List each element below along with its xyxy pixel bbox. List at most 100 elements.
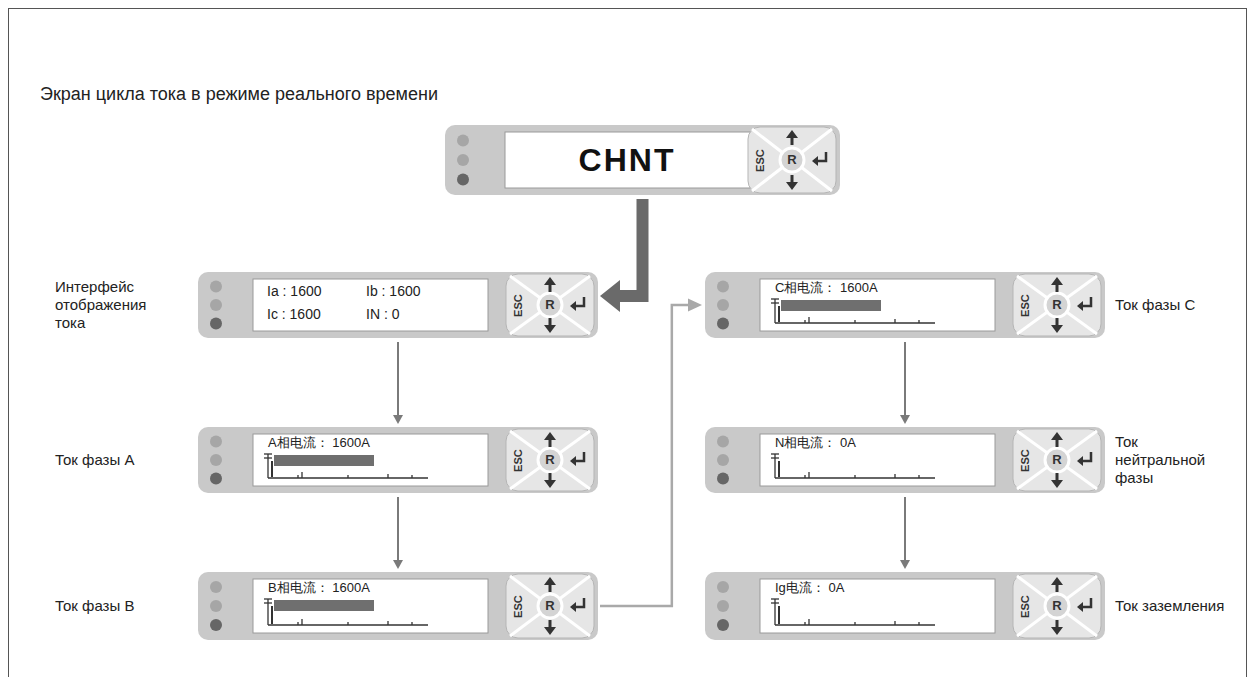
keypad-divider <box>1017 431 1097 489</box>
scale-tick <box>411 622 412 625</box>
keypad-divider <box>510 576 590 636</box>
scale-tick <box>271 606 273 624</box>
enter-symbol <box>1083 452 1091 461</box>
scale-tick <box>804 320 805 323</box>
startup-panel: CHNTESCR <box>445 125 840 195</box>
enter-symbol <box>1077 301 1083 311</box>
status-led <box>457 174 469 186</box>
panel-face <box>198 427 598 493</box>
scale-axis <box>774 454 775 478</box>
enter-symbol <box>576 598 584 607</box>
down-arrow-symbol <box>544 473 556 488</box>
scale-tick <box>778 606 780 624</box>
scale-tick <box>804 622 805 625</box>
scale-tick <box>894 474 895 478</box>
flow-arrow <box>393 497 403 569</box>
panel-face <box>198 572 598 640</box>
scale-tick <box>808 619 809 625</box>
lcd-screen <box>760 279 995 331</box>
frame-border <box>9 9 1247 677</box>
scale-tick <box>297 622 298 625</box>
status-led <box>210 581 222 593</box>
r-key-label: R <box>545 598 554 614</box>
lcd-screen <box>253 434 488 486</box>
keypad <box>1013 274 1101 336</box>
display-panel: Ток фазы СC相电流： 1600AESCR <box>705 272 1105 338</box>
r-key-label: R <box>1052 598 1061 614</box>
r-key-label: R <box>545 297 554 313</box>
keypad-divider <box>1017 431 1097 489</box>
scale-axis <box>774 299 775 323</box>
connector-line <box>619 199 643 296</box>
enter-symbol <box>570 602 576 612</box>
down-arrow-symbol <box>544 318 556 333</box>
keypad-divider <box>510 576 590 636</box>
status-led <box>717 600 729 612</box>
key-r <box>1045 594 1069 618</box>
scale-tick <box>894 319 895 323</box>
enter-symbol <box>818 152 826 161</box>
status-led <box>717 454 729 466</box>
key-r <box>1045 448 1069 472</box>
phase-current-reading: B相电流： 1600A <box>268 580 370 596</box>
arrow-head <box>900 560 910 569</box>
keypad-divider <box>752 129 832 191</box>
enter-symbol <box>570 301 576 311</box>
enter-symbol <box>576 452 584 461</box>
key-r <box>780 148 804 172</box>
scale-tick <box>387 621 388 625</box>
up-arrow-symbol <box>1051 432 1063 447</box>
scale-axis <box>267 454 268 478</box>
flow-arrow <box>900 342 910 424</box>
keypad-divider <box>510 431 590 489</box>
scale-tick <box>778 306 780 322</box>
scale-tick <box>301 472 302 478</box>
lcd-screen <box>253 279 488 331</box>
panel-face <box>705 427 1105 493</box>
scale-axis <box>267 599 268 625</box>
enter-symbol <box>812 156 818 166</box>
scale-tick <box>387 474 388 478</box>
keypad-divider <box>1017 576 1097 636</box>
scale-tick <box>411 475 412 478</box>
esc-key-label: ESC <box>511 294 524 317</box>
down-arrow-symbol <box>1051 620 1063 635</box>
current-reading: Ic : 1600 <box>267 306 321 323</box>
current-reading: Ib : 1600 <box>366 283 421 300</box>
scale-axis <box>774 599 775 625</box>
r-key-label: R <box>787 152 796 168</box>
enter-symbol <box>1077 456 1083 466</box>
keypad <box>748 127 836 193</box>
status-led <box>717 581 729 593</box>
arrow-head <box>393 415 403 424</box>
up-arrow-symbol <box>1051 577 1063 592</box>
esc-key-label: ESC <box>753 149 766 172</box>
scale-tick <box>854 475 855 478</box>
keypad <box>1013 429 1101 491</box>
scale-tick <box>854 622 855 625</box>
status-led <box>717 436 729 448</box>
scale-tick <box>918 622 919 625</box>
lcd-screen <box>760 434 995 486</box>
down-arrow-symbol <box>1051 318 1063 333</box>
phase-current-reading: N相电流： 0A <box>775 435 856 451</box>
key-r <box>538 448 562 472</box>
down-arrow-symbol <box>1051 473 1063 488</box>
arrow-head <box>600 280 620 312</box>
esc-key-label: ESC <box>511 449 524 472</box>
connector-line <box>600 305 689 606</box>
esc-key-label: ESC <box>511 595 524 618</box>
status-led <box>210 299 222 311</box>
scale-tick <box>301 619 302 625</box>
current-bar <box>781 300 881 311</box>
status-led <box>717 619 729 631</box>
r-key-label: R <box>545 452 554 468</box>
connector-line <box>904 497 906 561</box>
keypad-divider <box>1017 276 1097 334</box>
scale-tick <box>804 475 805 478</box>
enter-symbol <box>1083 598 1091 607</box>
keypad-divider <box>1017 276 1097 334</box>
keypad <box>506 574 594 638</box>
panel-face <box>705 572 1105 640</box>
